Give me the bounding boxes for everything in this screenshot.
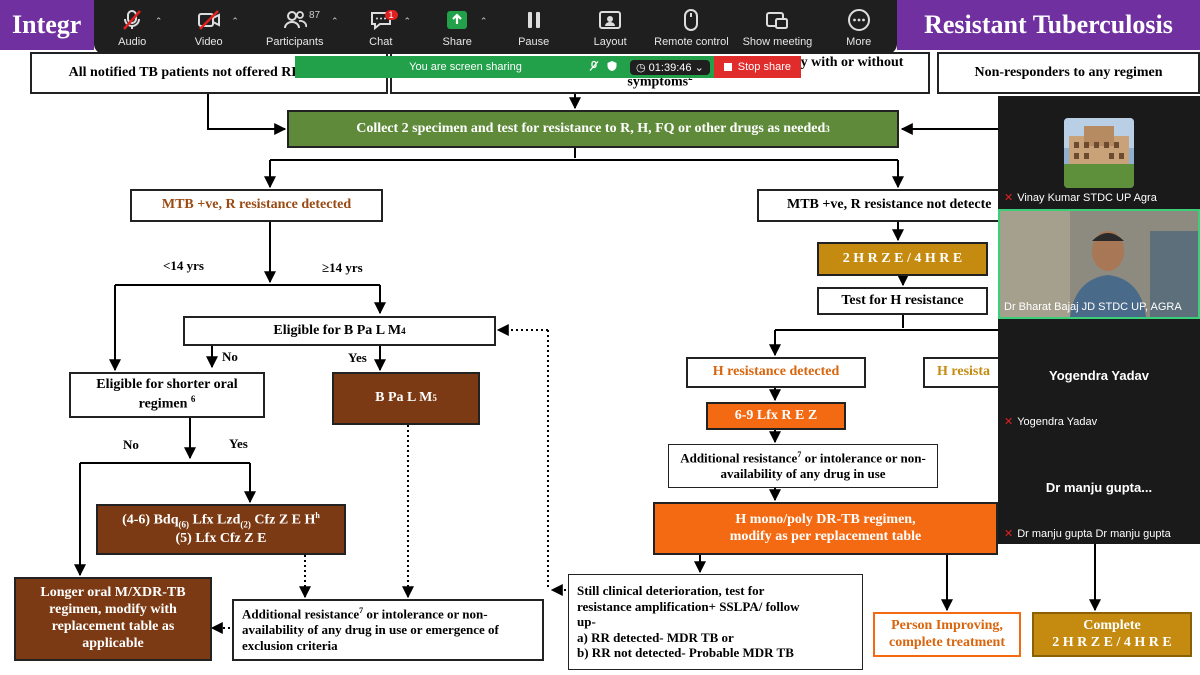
screen-sharing-bar: You are screen sharing ◷ 01:39:46 ⌄ Stop… [295, 56, 801, 78]
chat-label: Chat [369, 36, 393, 48]
box-eligible-shorter: Eligible for shorter oral regimen 6 [69, 372, 265, 418]
video-off-icon [197, 6, 221, 34]
participant-display-name: Yogendra Yadav [1049, 368, 1149, 383]
box-shorter-regimen: (4-6) Bdq(6) Lfx Lzd(2) Cfz Z E Hh (5) L… [96, 504, 346, 555]
more-icon [847, 6, 871, 34]
box-hrze: 2 H R Z E / 4 H R E [817, 242, 988, 276]
stop-share-button[interactable]: Stop share [713, 56, 801, 78]
participants-button[interactable]: 87 ⌃ Participants [247, 6, 343, 48]
box-r-resistance-detected: MTB +ve, R resistance detected [130, 189, 383, 222]
box-complete-hrze: Complete 2 H R Z E / 4 H R E [1032, 612, 1192, 657]
slide-title-right: Resistant Tuberculosis [897, 0, 1200, 50]
mic-muted-icon: ✕ [1004, 416, 1014, 428]
box-h-resistance-detected: H resistance detected [686, 357, 866, 388]
chat-badge: 1 [384, 10, 398, 20]
participant-tile[interactable]: ✕Vinay Kumar STDC UP Agra [998, 96, 1200, 208]
box-h-mono-regimen: H mono/poly DR-TB regimen, modify as per… [653, 502, 998, 555]
participant-video [1000, 211, 1198, 317]
box-still-deterioration: Still clinical deterioration, test for r… [568, 574, 863, 670]
video-label: Video [194, 36, 223, 48]
chevron-down-icon[interactable]: ⌃ [330, 16, 339, 26]
mic-muted-icon [120, 6, 144, 34]
more-label: More [846, 36, 872, 48]
meeting-timer[interactable]: ◷ 01:39:46 ⌄ [630, 59, 710, 75]
mouse-icon [679, 6, 703, 34]
video-button[interactable]: ⌃ Video [170, 6, 246, 48]
label-yes-1: Yes [348, 350, 367, 365]
chevron-down-icon[interactable]: ⌃ [479, 16, 488, 26]
meeting-toolbar: ⌃ Audio ⌃ Video 87 ⌃ Participants 1 ⌃ Ch… [94, 0, 897, 54]
show-meeting-icon [765, 6, 789, 34]
share-label: Share [442, 36, 472, 48]
sharing-status-text: You are screen sharing [409, 61, 522, 73]
box-test-h-resistance: Test for H resistance [817, 287, 988, 315]
box-longer-regimen: Longer oral M/XDR-TB regimen, modify wit… [14, 577, 212, 661]
label-yes-2: Yes [229, 436, 248, 451]
label-under-14: <14 yrs [163, 258, 204, 273]
participant-tile-active-speaker[interactable]: Dr Bharat Bajaj JD STDC UP, AGRA [998, 209, 1200, 319]
pause-label: Pause [518, 36, 550, 48]
participant-name: Vinay Kumar STDC UP Agra [1017, 191, 1157, 204]
show-meeting-button[interactable]: Show meeting [734, 6, 820, 48]
share-screen-icon [445, 6, 469, 34]
sharing-status: You are screen sharing [295, 56, 626, 78]
participants-icon [282, 6, 308, 34]
participant-name: Dr manju gupta Dr manju gupta [1017, 527, 1171, 540]
chevron-down-icon: ⌄ [694, 61, 704, 74]
remote-control-button[interactable]: Remote control [648, 6, 734, 48]
clock-icon: ◷ [636, 61, 646, 74]
participant-panel: ✕Vinay Kumar STDC UP Agra Dr Bharat Baja… [998, 96, 1200, 544]
chat-button[interactable]: 1 ⌃ Chat [343, 6, 419, 48]
remote-control-label: Remote control [654, 36, 729, 48]
layout-label: Layout [593, 36, 627, 48]
participant-tile[interactable]: Dr manju gupta... ✕Dr manju gupta Dr man… [998, 432, 1200, 544]
participants-label: Participants [265, 36, 324, 48]
pause-icon [522, 6, 546, 34]
more-button[interactable]: More [820, 6, 896, 48]
slide-title-left: Integr [0, 0, 94, 50]
label-no-1: No [222, 349, 238, 364]
show-meeting-label: Show meeting [742, 36, 813, 48]
audio-label: Audio [118, 36, 147, 48]
shield-icon[interactable] [606, 60, 618, 75]
mic-muted-icon: ✕ [1004, 528, 1014, 540]
box-h-resistance-partial: H resista [923, 357, 1000, 388]
layout-icon [598, 6, 622, 34]
label-over-14: ≥14 yrs [322, 260, 363, 275]
mic-muted-icon: ✕ [1004, 192, 1014, 204]
chevron-down-icon[interactable]: ⌃ [403, 16, 411, 26]
box-non-responders: Non-responders to any regimen [937, 52, 1200, 94]
pause-button[interactable]: Pause [495, 6, 571, 48]
participant-display-name: Dr manju gupta... [1045, 480, 1153, 495]
box-r-resistance-not-detected: MTB +ve, R resistance not detecte [757, 189, 1000, 222]
participant-name: Dr Bharat Bajaj JD STDC UP, AGRA [1004, 301, 1182, 313]
box-additional-resistance-left: Additional resistance7 or intolerance or… [232, 599, 544, 661]
participant-avatar-building [1064, 118, 1134, 188]
box-collect-specimen: Collect 2 specimen and test for resistan… [287, 110, 899, 148]
chevron-down-icon[interactable]: ⌃ [154, 16, 163, 26]
box-additional-resistance-right: Additional resistance7 or intolerance or… [668, 444, 938, 488]
stop-icon [723, 63, 732, 71]
participant-tile[interactable]: Yogendra Yadav ✕Yogendra Yadav [998, 320, 1200, 432]
audio-button[interactable]: ⌃ Audio [94, 6, 170, 48]
chevron-down-icon[interactable]: ⌃ [231, 16, 239, 26]
mic-muted-icon[interactable] [588, 60, 600, 75]
participants-count: 87 [308, 10, 321, 21]
share-button[interactable]: ⌃ Share [419, 6, 495, 48]
layout-button[interactable]: Layout [572, 6, 648, 48]
label-no-2: No [123, 437, 139, 452]
box-person-improving: Person Improving, complete treatment [873, 612, 1021, 657]
participant-name: Yogendra Yadav [1017, 415, 1098, 428]
box-lfx-rez: 6-9 Lfx R E Z [706, 402, 846, 430]
